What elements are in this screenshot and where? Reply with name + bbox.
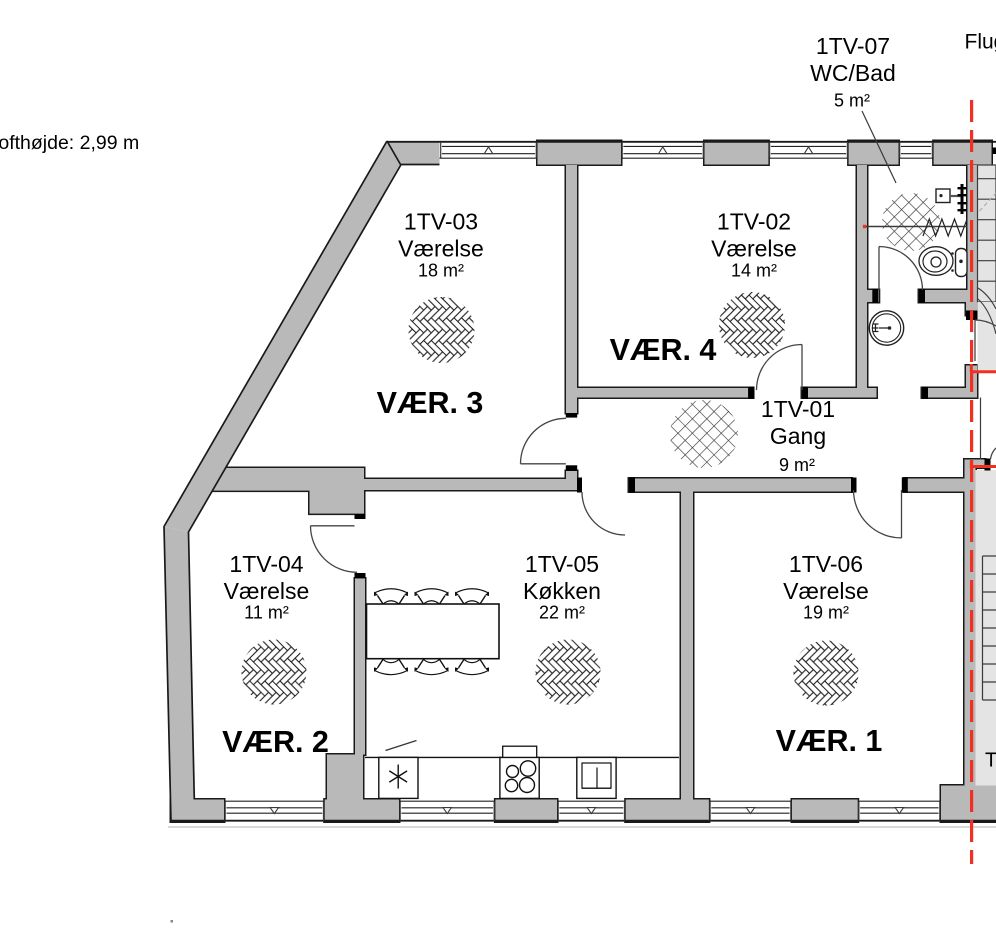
- svg-text:VÆR. 3: VÆR. 3: [377, 386, 484, 420]
- svg-text:Gang: Gang: [770, 423, 826, 449]
- svg-text:VÆR. 4: VÆR. 4: [610, 333, 717, 367]
- svg-text:9 m²: 9 m²: [779, 455, 815, 475]
- svg-text:14 m²: 14 m²: [731, 260, 777, 280]
- svg-text:1TV-06: 1TV-06: [789, 551, 863, 577]
- svg-text:VÆR. 2: VÆR. 2: [222, 725, 329, 759]
- svg-text:1TV-03: 1TV-03: [404, 209, 478, 235]
- svg-text:5 m²: 5 m²: [834, 91, 870, 111]
- svg-text:1TV-07: 1TV-07: [816, 33, 890, 59]
- svg-text:Værelse: Værelse: [398, 236, 484, 262]
- svg-text:WC/Bad: WC/Bad: [810, 60, 896, 86]
- svg-text:1TV-04: 1TV-04: [229, 551, 303, 577]
- svg-text:Flugtvej: Flugtvej: [965, 31, 996, 54]
- svg-text:VÆR. 1: VÆR. 1: [776, 724, 883, 758]
- svg-text:Værelse: Værelse: [711, 236, 797, 262]
- svg-text:1TV-05: 1TV-05: [525, 551, 599, 577]
- svg-text:Køkken: Køkken: [523, 578, 601, 604]
- svg-text:11 m²: 11 m²: [244, 603, 289, 623]
- svg-text:19 m²: 19 m²: [803, 603, 849, 623]
- svg-text:1TV-01: 1TV-01: [761, 396, 835, 422]
- svg-text:Lofthøjde: 2,99 m: Lofthøjde: 2,99 m: [0, 132, 139, 154]
- svg-text:Værelse: Værelse: [783, 578, 869, 604]
- svg-text:22 m²: 22 m²: [539, 603, 585, 623]
- svg-text:1TV-02: 1TV-02: [717, 209, 791, 235]
- svg-text:Værelse: Værelse: [224, 578, 310, 604]
- svg-text:T: T: [985, 750, 996, 772]
- svg-text:18 m²: 18 m²: [418, 260, 464, 280]
